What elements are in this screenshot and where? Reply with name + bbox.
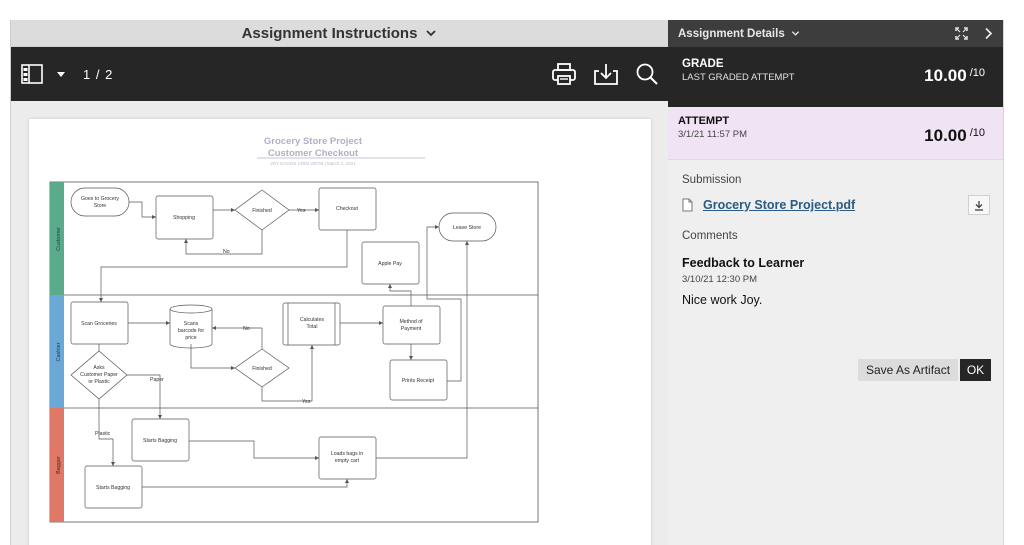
expand-icon[interactable] [955, 27, 968, 40]
attempt-score-value: 10.00 [924, 126, 967, 145]
node-loads-2: empty cart [335, 458, 360, 464]
node-scans-barcode-2: barcode for [178, 328, 205, 334]
sidebar-toggle-icon[interactable] [21, 64, 43, 84]
chevron-down-icon[interactable] [791, 29, 800, 38]
node-scan-groceries: Scan Groceries [81, 321, 117, 327]
submission-file-row: Grocery Store Project.pdf [682, 195, 990, 215]
node-prints-receipt: Prints Receipt [402, 378, 435, 384]
grade-score-max: /10 [969, 67, 985, 79]
node-calculates-1: Calculates [300, 317, 325, 323]
grade-sublabel: LAST GRADED ATTEMPT [682, 72, 795, 83]
edge-yes-2: Yes [302, 399, 311, 405]
lane-label-bagger: Bagger [56, 456, 62, 474]
node-calculates-2: Total [307, 324, 318, 330]
viewer-title: Assignment Instructions [241, 24, 418, 42]
doc-subtitle: Customer Checkout [268, 148, 359, 159]
lane-customer [50, 182, 64, 295]
search-icon[interactable] [636, 63, 658, 85]
download-icon [975, 200, 983, 211]
chevron-down-icon[interactable] [425, 27, 437, 39]
feedback-date: 3/10/21 12:30 PM [682, 274, 757, 285]
node-goes-to-store: Goes to Grocery [81, 196, 119, 202]
node-finished-1: Finished [252, 208, 272, 214]
edge-no-1: No [223, 249, 230, 255]
lane-bagger [50, 408, 64, 522]
submission-label: Submission [682, 174, 742, 186]
grade-label: GRADE [682, 58, 724, 70]
panel-header: Assignment Details [668, 20, 1003, 47]
edge-yes-1: Yes [297, 208, 306, 214]
node-scans-barcode-1: Scans [184, 321, 199, 327]
attempt-label: ATTEMPT [678, 115, 730, 127]
node-loads-1: Loads bags in [331, 451, 363, 457]
node-asks-3: or Plastic [88, 379, 110, 385]
grade-score-value: 10.00 [924, 66, 967, 85]
print-icon[interactable] [552, 63, 576, 85]
node-checkout: Checkout [336, 206, 358, 212]
node-scans-barcode-3: price [185, 335, 196, 341]
caret-down-icon[interactable] [57, 70, 65, 78]
doc-byline: JOY DAGGS CRIM 2007B | March 1, 2021 [270, 161, 356, 166]
node-goes-to-store-2: Store [94, 203, 107, 209]
download-file-button[interactable] [968, 195, 990, 215]
grade-score: 10.00/10 [924, 66, 985, 86]
save-as-artifact-button[interactable]: Save As Artifact [858, 359, 959, 381]
document-page: Grocery Store Project Customer Checkout … [29, 119, 651, 545]
assignment-details-panel: Assignment Details GRADE LAST GRADED ATT… [668, 20, 1004, 545]
page-indicator: 1 / 2 [83, 66, 114, 82]
attempt-date: 3/1/21 11:57 PM [678, 129, 748, 140]
attempt-score-max: /10 [969, 127, 985, 139]
viewer-title-bar[interactable]: Assignment Instructions [11, 20, 668, 47]
doc-title: Grocery Store Project [264, 136, 363, 147]
comments-label: Comments [682, 230, 738, 242]
file-icon [682, 198, 693, 212]
attempt-row[interactable]: ATTEMPT 3/1/21 11:57 PM 10.00/10 [668, 107, 1003, 160]
ok-button[interactable]: OK [960, 359, 991, 381]
viewer-toolbar: 1 / 2 [11, 47, 668, 101]
node-leave-store: Leave Store [453, 225, 481, 231]
node-asks-2: Customer Paper [80, 372, 118, 378]
grade-summary: GRADE LAST GRADED ATTEMPT 10.00/10 [668, 47, 1003, 107]
node-apple-pay: Apple Pay [378, 261, 402, 267]
chevron-right-icon[interactable] [984, 27, 993, 40]
node-method-1: Method of [399, 319, 423, 325]
lane-label-cashier: Cashier [56, 342, 62, 361]
panel-title[interactable]: Assignment Details [678, 27, 785, 40]
node-starts-bagging-1: Starts Bagging [143, 438, 177, 444]
download-icon[interactable] [594, 63, 618, 85]
node-starts-bagging-2: Starts Bagging [96, 485, 130, 491]
feedback-text: Nice work Joy. [682, 293, 763, 307]
document-canvas: Grocery Store Project Customer Checkout … [11, 101, 669, 545]
edge-no-2: No [243, 326, 250, 332]
submission-file-link[interactable]: Grocery Store Project.pdf [703, 198, 856, 212]
node-asks-1: Asks [93, 365, 105, 371]
edge-plastic: Plastic [95, 431, 111, 437]
lane-cashier [50, 295, 64, 408]
node-finished-2: Finished [252, 366, 272, 372]
document-viewer: Assignment Instructions 1 / 2 [10, 20, 669, 545]
node-shopping: Shopping [173, 215, 195, 221]
flowchart-diagram: Grocery Store Project Customer Checkout … [49, 136, 539, 523]
lane-label-customer: Customer [56, 227, 62, 251]
edge-paper: Paper [150, 377, 164, 383]
feedback-title: Feedback to Learner [682, 256, 805, 270]
node-method-2: Payment [401, 326, 422, 332]
attempt-score: 10.00/10 [924, 126, 985, 146]
